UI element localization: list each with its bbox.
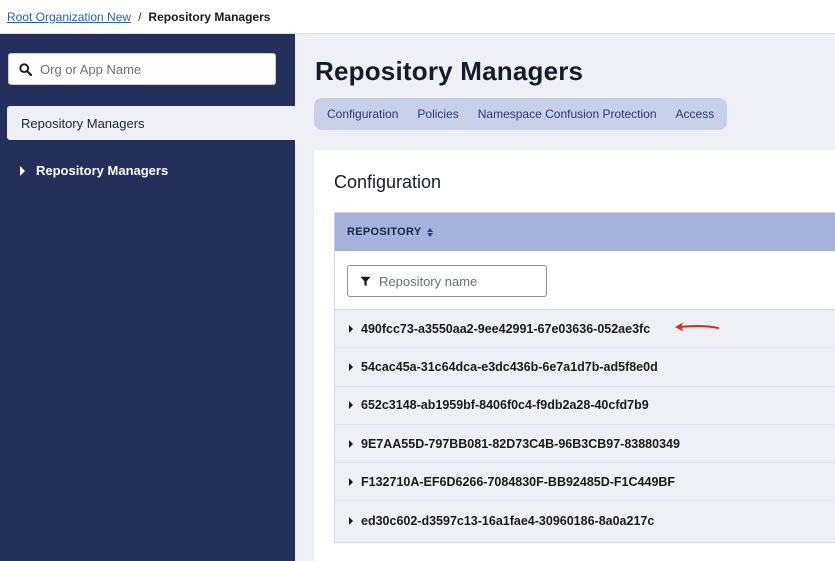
table-row[interactable]: 9E7AA55D-797BB081-82D73C4B-96B3CB97-8388…: [335, 425, 835, 464]
repository-name: 9E7AA55D-797BB081-82D73C4B-96B3CB97-8388…: [361, 436, 680, 451]
breadcrumb-root-link[interactable]: Root Organization New: [7, 9, 132, 24]
repository-filter-field[interactable]: [347, 265, 547, 297]
caret-right-icon: [349, 477, 353, 486]
sidebar-tree-repository-managers[interactable]: Repository Managers: [20, 163, 168, 178]
tab-configuration[interactable]: Configuration: [327, 107, 399, 121]
tab-policies[interactable]: Policies: [417, 107, 459, 121]
filter-icon: [360, 275, 372, 287]
breadcrumb-current: Repository Managers: [148, 9, 271, 24]
repository-filter-input[interactable]: [379, 273, 539, 289]
main-content: Repository Managers Configuration Polici…: [295, 34, 835, 561]
table-row[interactable]: 54cac45a-31c64dca-e3dc436b-6e7a1d7b-ad5f…: [335, 348, 835, 387]
caret-right-icon: [349, 362, 353, 371]
filter-row: [335, 251, 835, 310]
search-icon: [19, 62, 33, 76]
repository-name: 490fcc73-a3550aa2-9ee42991-67e03636-052a…: [361, 321, 651, 336]
configuration-card: Configuration REPOSITORY: [314, 150, 835, 561]
repository-rows: 490fcc73-a3550aa2-9ee42991-67e03636-052a…: [335, 310, 835, 540]
repository-name: 652c3148-ab1959bf-8406f0c4-f9db2a28-40cf…: [361, 398, 649, 413]
tab-namespace-confusion-protection[interactable]: Namespace Confusion Protection: [477, 107, 657, 121]
org-search-field[interactable]: [8, 53, 276, 85]
sidebar-tree-label: Repository Managers: [36, 163, 169, 178]
repository-name: F132710A-EF6D6266-7084830F-BB92485D-F1C4…: [361, 474, 676, 489]
tab-bar: Configuration Policies Namespace Confusi…: [314, 98, 728, 130]
breadcrumb-separator: /: [138, 9, 142, 24]
tab-access[interactable]: Access: [675, 107, 715, 121]
sort-icon[interactable]: [426, 227, 433, 237]
repository-name: 54cac45a-31c64dca-e3dc436b-6e7a1d7b-ad5f…: [361, 359, 658, 374]
caret-right-icon: [20, 165, 25, 176]
table-row[interactable]: 490fcc73-a3550aa2-9ee42991-67e03636-052a…: [335, 310, 835, 349]
card-title: Configuration: [334, 172, 442, 192]
page-title: Repository Managers: [315, 56, 584, 86]
sidebar-item-label: Repository Managers: [21, 115, 145, 131]
repository-name: ed30c602-d3597c13-16a1fae4-30960186-8a0a…: [361, 513, 655, 528]
table-row[interactable]: ed30c602-d3597c13-16a1fae4-30960186-8a0a…: [335, 501, 835, 539]
caret-right-icon: [349, 439, 353, 448]
sidebar: Repository Managers Repository Managers: [0, 34, 295, 561]
table-row[interactable]: F132710A-EF6D6266-7084830F-BB92485D-F1C4…: [335, 463, 835, 502]
repository-column-header[interactable]: REPOSITORY: [335, 213, 835, 251]
repository-table: REPOSITORY: [334, 212, 835, 543]
annotation-arrow-icon: [675, 322, 719, 332]
column-header-label: REPOSITORY: [347, 226, 422, 238]
org-search-input[interactable]: [40, 61, 260, 77]
caret-right-icon: [349, 401, 353, 410]
table-row[interactable]: 652c3148-ab1959bf-8406f0c4-f9db2a28-40cf…: [335, 387, 835, 425]
caret-right-icon: [349, 516, 353, 525]
sidebar-item-repository-managers[interactable]: Repository Managers: [7, 106, 295, 140]
caret-right-icon: [349, 324, 353, 333]
breadcrumb: Root Organization New / Repository Manag…: [0, 0, 835, 34]
